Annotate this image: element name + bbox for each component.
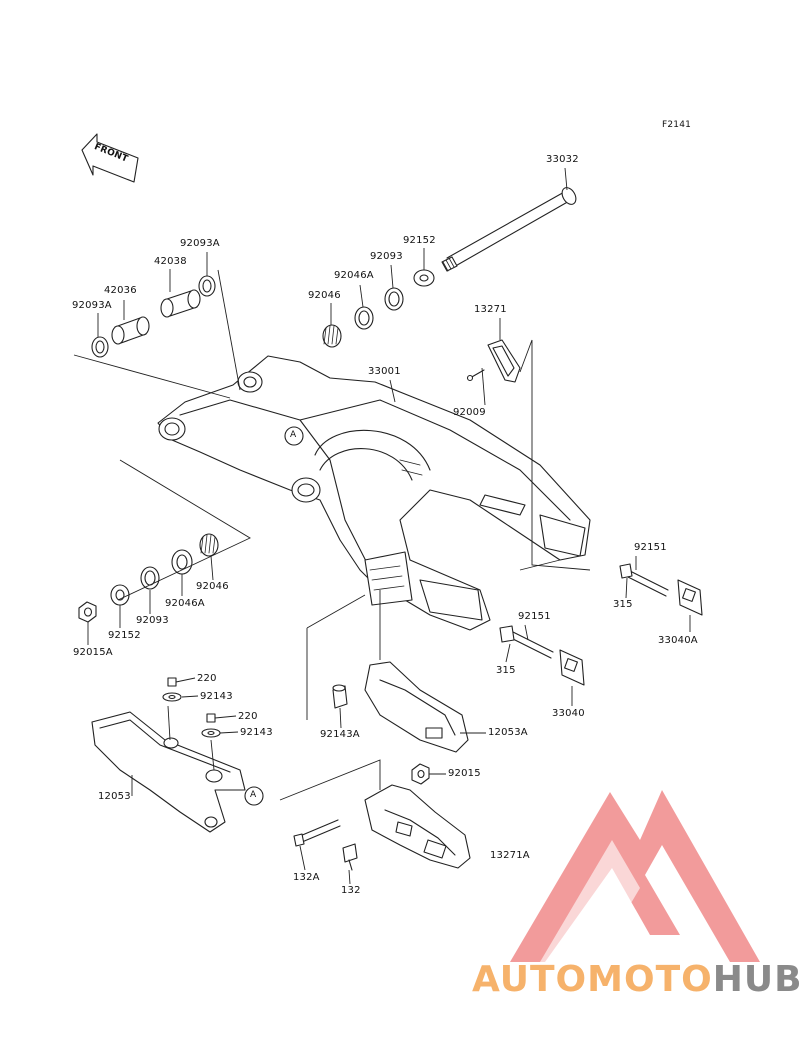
part-label-92046A: 92046A bbox=[165, 598, 205, 609]
bolt-132 bbox=[342, 843, 358, 871]
part-label-92151: 92151 bbox=[634, 542, 667, 553]
part-label-92151: 92151 bbox=[518, 611, 551, 622]
part-label-92143: 92143 bbox=[240, 727, 273, 738]
callout-circle-guide bbox=[244, 786, 264, 806]
brand-part1: AUTOMOTO bbox=[472, 959, 713, 1000]
part-label-42036: 42036 bbox=[104, 285, 137, 296]
part-label-92093: 92093 bbox=[370, 251, 403, 262]
nut-92015 bbox=[411, 763, 430, 785]
figure-id: F2141 bbox=[662, 120, 692, 130]
part-label-33032: 33032 bbox=[546, 154, 579, 165]
nut-92152-top bbox=[413, 269, 435, 287]
nut-92015A bbox=[78, 601, 97, 623]
part-label-92093: 92093 bbox=[136, 615, 169, 626]
part-label-92046A: 92046A bbox=[334, 270, 374, 281]
swingarm-33001 bbox=[157, 355, 591, 631]
part-label-315: 315 bbox=[613, 599, 633, 610]
adjuster-33040 bbox=[559, 649, 585, 686]
part-label-12053: 12053 bbox=[98, 791, 131, 802]
part-label-33040A: 33040A bbox=[658, 635, 698, 646]
part-label-92152: 92152 bbox=[108, 630, 141, 641]
bolt-92151-lower bbox=[499, 625, 554, 659]
bolt-220-upper bbox=[167, 677, 177, 687]
part-label-92093A: 92093A bbox=[72, 300, 112, 311]
bolt-92151-upper bbox=[619, 563, 669, 597]
bolt-220-lower bbox=[206, 713, 216, 723]
collar-92093A-lower bbox=[91, 336, 109, 358]
part-label-315: 315 bbox=[496, 665, 516, 676]
washer-92143-lower bbox=[201, 728, 221, 738]
part-label-220: 220 bbox=[197, 673, 217, 684]
collar-92093-top bbox=[384, 287, 404, 311]
collar-92093A-upper bbox=[198, 275, 216, 297]
part-label-92143: 92143 bbox=[200, 691, 233, 702]
part-label-92046: 92046 bbox=[196, 581, 229, 592]
brand-part2: HUB bbox=[712, 959, 800, 1000]
leader-lines bbox=[73, 167, 691, 885]
part-label-92015A: 92015A bbox=[73, 647, 113, 658]
chain-slipper-12053 bbox=[91, 711, 246, 833]
part-label-132: 132 bbox=[341, 885, 361, 896]
part-label-42038: 42038 bbox=[154, 256, 187, 267]
chain-guide-12053A bbox=[364, 661, 469, 753]
bolt-132A bbox=[293, 819, 341, 847]
callout-circle-swingarm bbox=[284, 426, 304, 446]
collar-92143A bbox=[332, 684, 348, 709]
chain-guide-13271A bbox=[364, 784, 471, 869]
washer-92143-upper bbox=[162, 692, 182, 702]
collar-92093-lower bbox=[140, 566, 160, 590]
seal-92046A-top bbox=[354, 306, 374, 330]
part-label-220: 220 bbox=[238, 711, 258, 722]
automotohub-wordmark: AUTOMOTOHUB bbox=[472, 962, 800, 998]
automotohub-logo-icon bbox=[510, 790, 760, 962]
part-label-33040: 33040 bbox=[552, 708, 585, 719]
part-label-13271A: 13271A bbox=[490, 850, 530, 861]
screw-92009 bbox=[466, 369, 485, 382]
sleeve-42036 bbox=[111, 316, 150, 345]
part-label-92015: 92015 bbox=[448, 768, 481, 779]
part-label-92093A: 92093A bbox=[180, 238, 220, 249]
part-label-92009: 92009 bbox=[453, 407, 486, 418]
part-label-12053A: 12053A bbox=[488, 727, 528, 738]
front-arrow-icon bbox=[81, 133, 139, 183]
axle-33032 bbox=[441, 187, 577, 272]
part-label-13271: 13271 bbox=[474, 304, 507, 315]
sleeve-42038 bbox=[160, 289, 201, 318]
part-label-92046: 92046 bbox=[308, 290, 341, 301]
chain-cover-13271 bbox=[487, 339, 521, 383]
nut-92152-lower bbox=[110, 584, 130, 606]
part-label-33001: 33001 bbox=[368, 366, 401, 377]
callout-label-A: A bbox=[250, 790, 257, 800]
bearing-92046-top bbox=[322, 324, 342, 348]
part-label-92152: 92152 bbox=[403, 235, 436, 246]
part-label-92143A: 92143A bbox=[320, 729, 360, 740]
callout-label-A: A bbox=[290, 430, 297, 440]
bearing-92046-lower bbox=[199, 533, 219, 557]
adjuster-33040A bbox=[677, 579, 703, 616]
part-label-132A: 132A bbox=[293, 872, 320, 883]
